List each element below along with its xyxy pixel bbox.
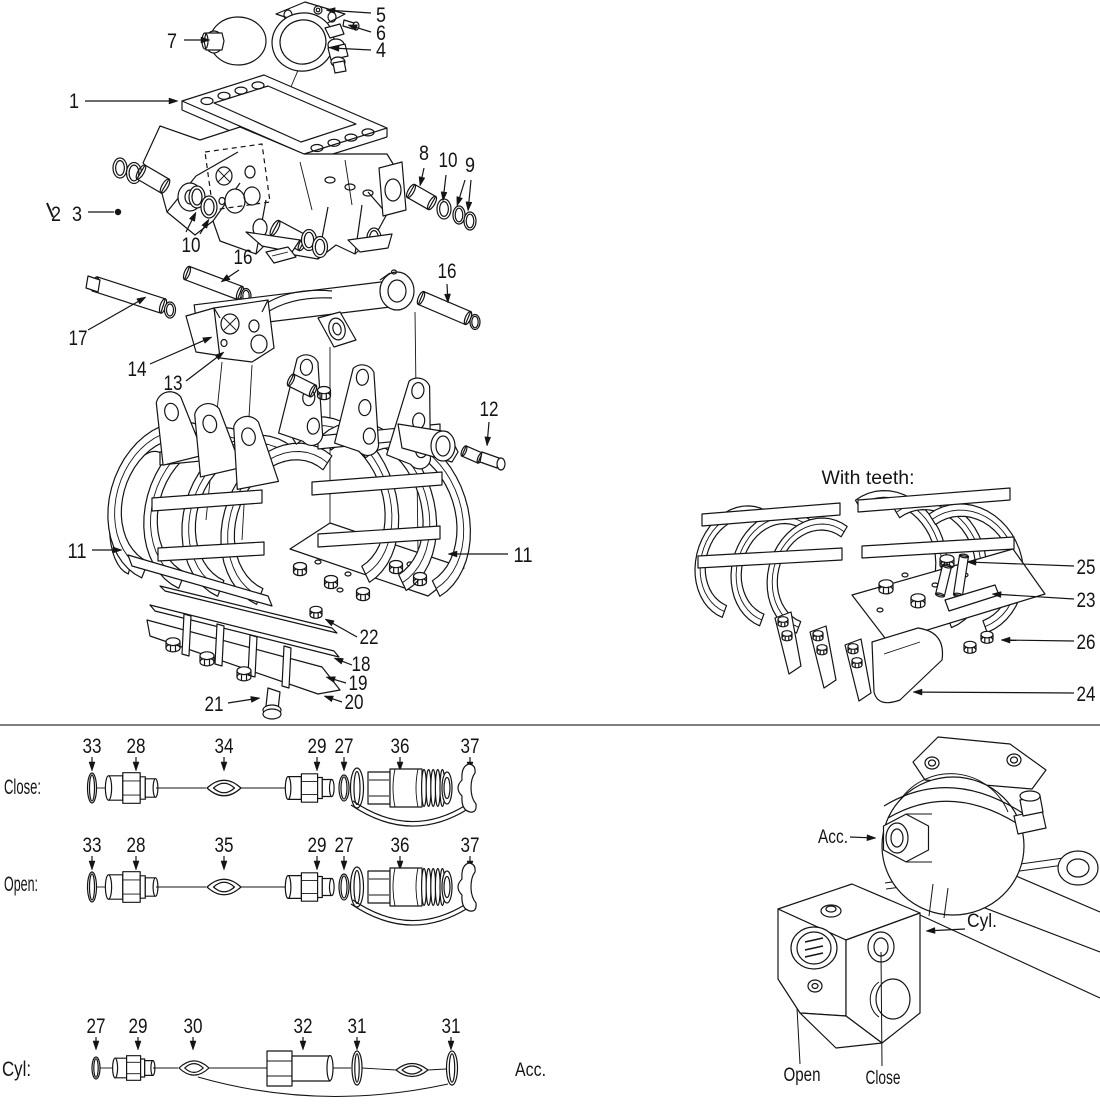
svg-text:16: 16 xyxy=(234,246,253,269)
svg-text:Open:: Open: xyxy=(4,873,38,896)
svg-text:33: 33 xyxy=(83,735,102,758)
svg-text:11: 11 xyxy=(514,544,533,567)
svg-text:21: 21 xyxy=(205,693,224,716)
svg-text:31: 31 xyxy=(442,1015,461,1038)
svg-text:16: 16 xyxy=(438,260,457,283)
svg-text:23: 23 xyxy=(1077,589,1096,612)
svg-text:5: 5 xyxy=(376,4,386,27)
svg-text:28: 28 xyxy=(127,735,146,758)
svg-text:35: 35 xyxy=(215,834,234,857)
svg-text:27: 27 xyxy=(335,834,354,857)
svg-text:10: 10 xyxy=(182,234,201,257)
svg-text:24: 24 xyxy=(1077,683,1096,706)
svg-text:36: 36 xyxy=(391,834,410,857)
svg-text:4: 4 xyxy=(376,39,386,62)
svg-text:29: 29 xyxy=(308,735,327,758)
svg-text:Close: Close xyxy=(866,1068,901,1089)
svg-text:31: 31 xyxy=(348,1015,367,1038)
svg-text:Close:: Close: xyxy=(4,776,41,799)
svg-text:6: 6 xyxy=(376,22,386,45)
svg-text:20: 20 xyxy=(345,691,364,714)
svg-text:Acc.: Acc. xyxy=(515,1060,546,1081)
svg-text:29: 29 xyxy=(129,1015,148,1038)
svg-text:Acc.: Acc. xyxy=(818,827,848,848)
svg-text:33: 33 xyxy=(83,834,102,857)
svg-text:1: 1 xyxy=(69,90,79,113)
svg-text:37: 37 xyxy=(461,834,480,857)
svg-text:30: 30 xyxy=(184,1015,203,1038)
svg-text:Cyl:: Cyl: xyxy=(2,1058,31,1081)
svg-text:22: 22 xyxy=(360,626,379,649)
svg-text:17: 17 xyxy=(69,327,88,350)
svg-text:26: 26 xyxy=(1077,631,1096,654)
svg-text:37: 37 xyxy=(461,735,480,758)
svg-text:19: 19 xyxy=(349,672,368,695)
svg-text:28: 28 xyxy=(127,834,146,857)
svg-text:3: 3 xyxy=(72,203,82,226)
svg-text:34: 34 xyxy=(215,735,234,758)
svg-text:7: 7 xyxy=(167,30,177,53)
svg-text:36: 36 xyxy=(391,735,410,758)
svg-text:8: 8 xyxy=(419,142,429,165)
svg-text:18: 18 xyxy=(352,653,371,676)
svg-text:2: 2 xyxy=(51,203,61,226)
svg-text:13: 13 xyxy=(164,372,183,395)
svg-text:Cyl.: Cyl. xyxy=(967,911,997,932)
svg-text:29: 29 xyxy=(308,834,327,857)
svg-text:32: 32 xyxy=(294,1015,313,1038)
svg-text:14: 14 xyxy=(128,358,147,381)
svg-text:11: 11 xyxy=(68,540,87,563)
svg-text:Open: Open xyxy=(784,1065,821,1086)
svg-text:12: 12 xyxy=(480,398,499,421)
svg-text:10: 10 xyxy=(439,149,458,172)
svg-text:9: 9 xyxy=(465,154,475,177)
svg-text:With teeth:: With teeth: xyxy=(822,468,915,489)
svg-text:25: 25 xyxy=(1077,556,1096,579)
svg-text:27: 27 xyxy=(87,1015,106,1038)
svg-text:27: 27 xyxy=(335,735,354,758)
